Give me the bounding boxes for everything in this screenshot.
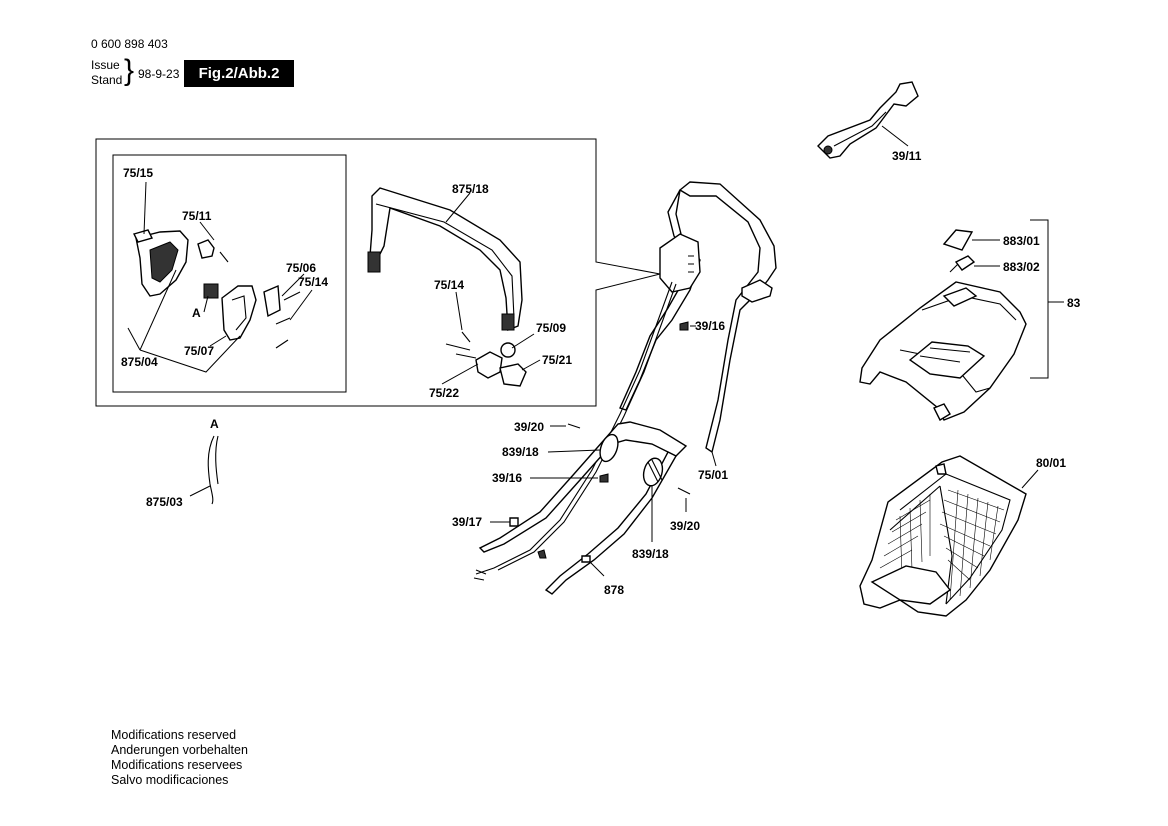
issue-date: 98-9-23 (138, 67, 180, 81)
figure-label: Fig.2/Abb.2 (184, 60, 294, 87)
label-75-22: 75/22 (429, 386, 459, 400)
main-handle-frame (619, 181, 777, 454)
label-75-07: 75/07 (184, 344, 214, 358)
cable-A (207, 435, 219, 505)
footer-line-de: Anderungen vorbehalten (111, 743, 248, 757)
handle-knob-right (642, 457, 664, 487)
lower-handle-bar (478, 421, 688, 595)
detail-frame (95, 138, 661, 407)
switch-detail-frame (112, 154, 347, 393)
label-883-01: 883/01 (1003, 234, 1040, 248)
label-883-02: 883/02 (1003, 260, 1040, 274)
handle-knob-left (599, 433, 619, 463)
switch-cover (221, 285, 257, 341)
footer-line-en: Modifications reserved (111, 728, 237, 742)
upper-handle-bar (367, 187, 523, 332)
label-39-16-a: 39/16 (695, 319, 725, 333)
label-39-16-b: 39/16 (492, 471, 522, 485)
label-839-18-a: 839/18 (502, 445, 539, 459)
label-80-01: 80/01 (1036, 456, 1066, 470)
label-878: 878 (604, 583, 624, 597)
brace-symbol: } (124, 54, 135, 87)
label-39-20-a: 39/20 (514, 420, 544, 434)
label-A-switch: A (192, 306, 201, 320)
label-83: 83 (1067, 296, 1081, 310)
label-75-14-b: 75/14 (434, 278, 464, 292)
label-75-14-a: 75/14 (298, 275, 328, 289)
handle-clamp-knob (445, 331, 527, 387)
label-75-01: 75/01 (698, 468, 728, 482)
footer-line-fr: Modifications reservees (111, 758, 243, 772)
fill-level-indicator (942, 229, 976, 273)
label-839-18-b: 839/18 (632, 547, 669, 561)
label-75-15: 75/15 (123, 166, 153, 180)
part-number: 0 600 898 403 (91, 37, 168, 51)
label-875-04: 875/04 (121, 355, 158, 369)
label-875-18: 875/18 (452, 182, 489, 196)
label-39-11: 39/11 (892, 149, 922, 163)
grass-box-lid (859, 281, 1027, 421)
label-75-06: 75/06 (286, 261, 316, 275)
label-39-20-b: 39/20 (670, 519, 700, 533)
switch-bracket (263, 284, 301, 349)
screw-small (219, 251, 229, 263)
stand-label: Stand (91, 73, 123, 87)
spanner-tool (817, 81, 919, 159)
label-39-17: 39/17 (452, 515, 482, 529)
label-75-21: 75/21 (542, 353, 572, 367)
switch-trigger (197, 239, 215, 259)
grass-collection-box (859, 455, 1027, 617)
handle-cable-run (473, 281, 677, 581)
label-A-cable: A (210, 417, 219, 431)
label-75-11: 75/11 (182, 209, 212, 223)
footer-line-es: Salvo modificaciones (111, 773, 229, 787)
footer-notes: Modifications reserved Anderungen vorbeh… (111, 728, 248, 788)
issue-label: Issue (91, 58, 120, 72)
switch-housing-half (132, 229, 189, 297)
label-875-03: 875/03 (146, 495, 183, 509)
switch-module (203, 283, 219, 299)
label-75-09: 75/09 (536, 321, 566, 335)
